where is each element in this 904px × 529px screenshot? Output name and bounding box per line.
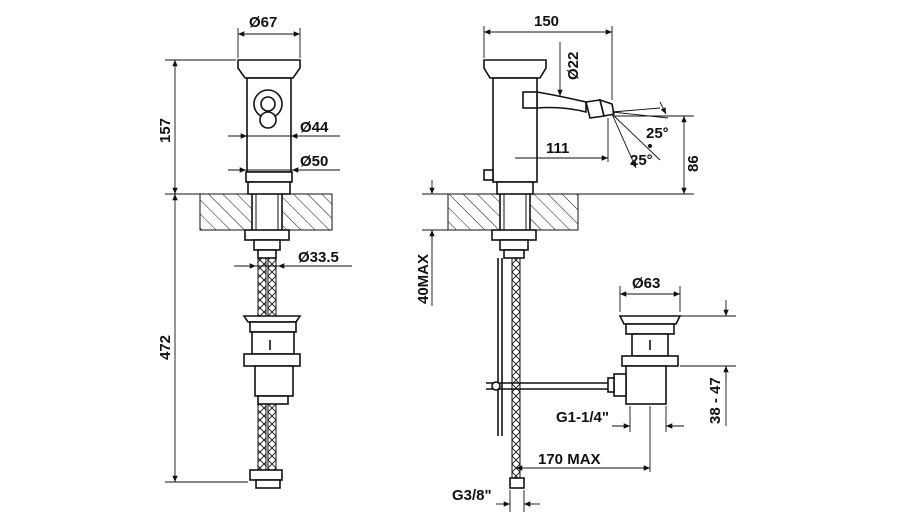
dim-inlet-thread: G3/8" <box>452 487 492 504</box>
dim-d-base: Ø50 <box>300 153 328 170</box>
dim-angle-down: 25° <box>630 152 653 169</box>
side-hose <box>511 257 521 479</box>
dim-d-body: Ø44 <box>300 119 329 136</box>
side-spout <box>536 91 587 114</box>
dim-spout-dist: 111 <box>546 140 569 157</box>
dim-h-lower: 472 <box>157 335 174 360</box>
dim-d-spout: Ø22 <box>565 52 582 80</box>
dim-angle-up: 25° <box>646 125 669 142</box>
dim-reach: 150 <box>534 13 559 30</box>
dim-thread: G1-1/4" <box>556 409 609 426</box>
dim-spout-height: 86 <box>685 155 702 172</box>
front-view: Ø67 Ø44 Ø50 Ø33.5 157 472 <box>157 14 352 489</box>
waste-cap <box>618 315 682 325</box>
dim-rod-max: 170 MAX <box>538 451 601 468</box>
front-waste-cap <box>242 315 302 323</box>
dim-h-upper: 157 <box>157 118 174 143</box>
waste-view: Ø63 G1-1/4" 38 - 47 170 MAX G3/8" <box>452 275 736 512</box>
side-view: 150 Ø22 111 25° 25° 86 40MAX <box>415 13 702 489</box>
dim-d-top: Ø67 <box>249 14 277 31</box>
dim-d-shank: Ø33.5 <box>298 249 339 266</box>
dim-deck-max: 40MAX <box>415 254 432 304</box>
front-tap-cap <box>237 59 301 79</box>
dim-d-cap: Ø63 <box>632 275 660 292</box>
side-tap-cap <box>483 59 547 79</box>
dim-height-range: 38 - 47 <box>707 377 724 424</box>
